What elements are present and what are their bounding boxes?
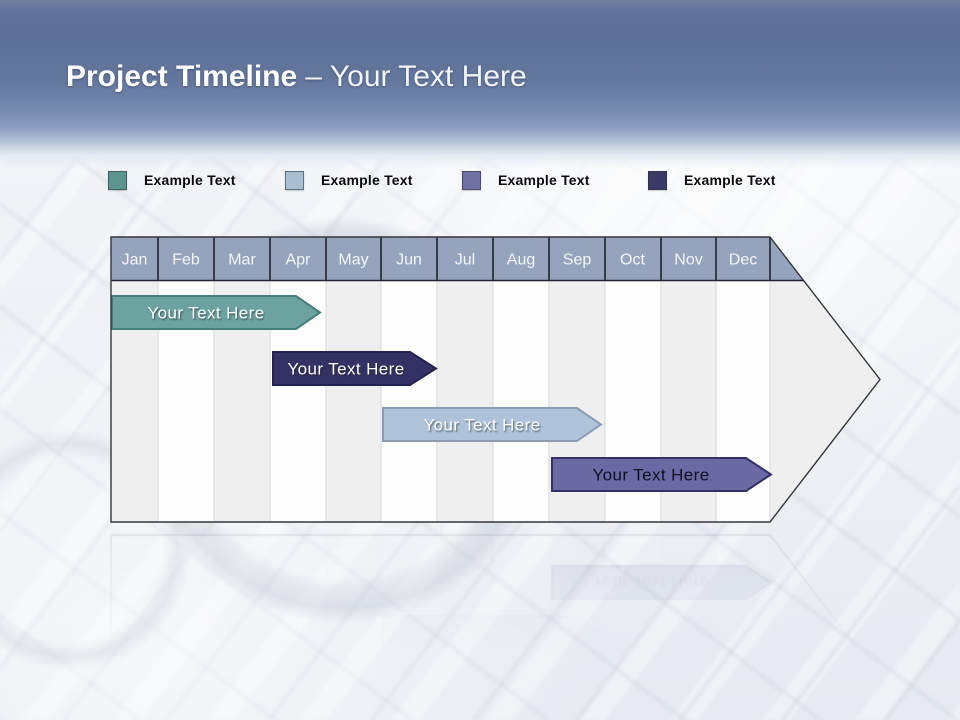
month-label: Sep	[563, 252, 592, 269]
bar-label: Your Text Here	[592, 466, 709, 485]
bar-shape-lightblue	[382, 407, 603, 442]
legend-swatch-teal	[108, 170, 127, 190]
timeline: Jan Feb Mar Apr May Jun Jul Aug Sep Oct …	[110, 236, 881, 523]
legend-item-3: Example Text	[462, 170, 590, 190]
month-header-separators	[111, 237, 811, 282]
slide-title: Project Timeline–Your Text Here	[66, 60, 527, 94]
month-label: May	[338, 252, 368, 269]
legend-label: Example Text	[144, 172, 236, 188]
legend-item-4: Example Text	[648, 170, 776, 190]
bar-label: Your Text Here	[423, 416, 540, 435]
month-label: Feb	[172, 252, 200, 269]
bar-shape-navy	[272, 351, 438, 386]
legend-label: Example Text	[498, 172, 590, 188]
legend-swatch-navy	[648, 170, 667, 190]
timeline-bar-4: Your Text Here	[551, 457, 773, 492]
legend-item-2: Example Text	[285, 170, 413, 190]
legend-swatch-lightblue	[285, 170, 304, 190]
legend-item-1: Example Text	[108, 170, 236, 190]
column-gridlines	[157, 280, 771, 522]
title-main: Project Timeline	[66, 60, 298, 93]
title-placeholder: Your Text Here	[329, 60, 527, 93]
legend-label: Example Text	[684, 172, 776, 188]
month-labels: Jan Feb Mar Apr May Jun Jul Aug Sep Oct …	[122, 252, 758, 269]
title-band	[0, 0, 960, 168]
month-header-row	[111, 237, 811, 281]
month-label: Apr	[286, 252, 312, 269]
month-label: Jul	[455, 252, 475, 269]
month-label: Dec	[729, 252, 757, 269]
timeline-bar-2: Your Text Here	[272, 351, 438, 386]
bar-shape-teal	[111, 295, 322, 330]
month-label: Jan	[122, 252, 148, 269]
legend-swatch-purple	[462, 170, 481, 190]
legend-label: Example Text	[321, 172, 413, 188]
column-aug	[493, 280, 549, 522]
bar-label: Your Text Here	[147, 304, 264, 323]
month-label: Oct	[620, 252, 645, 269]
column-jun	[381, 280, 437, 522]
timeline-body	[111, 237, 880, 522]
title-separator: –	[305, 60, 322, 93]
month-label: Mar	[228, 252, 256, 269]
month-label: Nov	[674, 252, 702, 269]
bar-label: Your Text Here	[287, 360, 404, 379]
timeline-bar-3: Your Text Here	[382, 407, 603, 442]
big-arrow-outline	[110, 236, 881, 523]
month-label: Aug	[507, 252, 535, 269]
timeline-bar-1: Your Text Here	[111, 295, 322, 330]
bar-shape-purple	[551, 457, 773, 492]
month-label: Jun	[396, 252, 422, 269]
